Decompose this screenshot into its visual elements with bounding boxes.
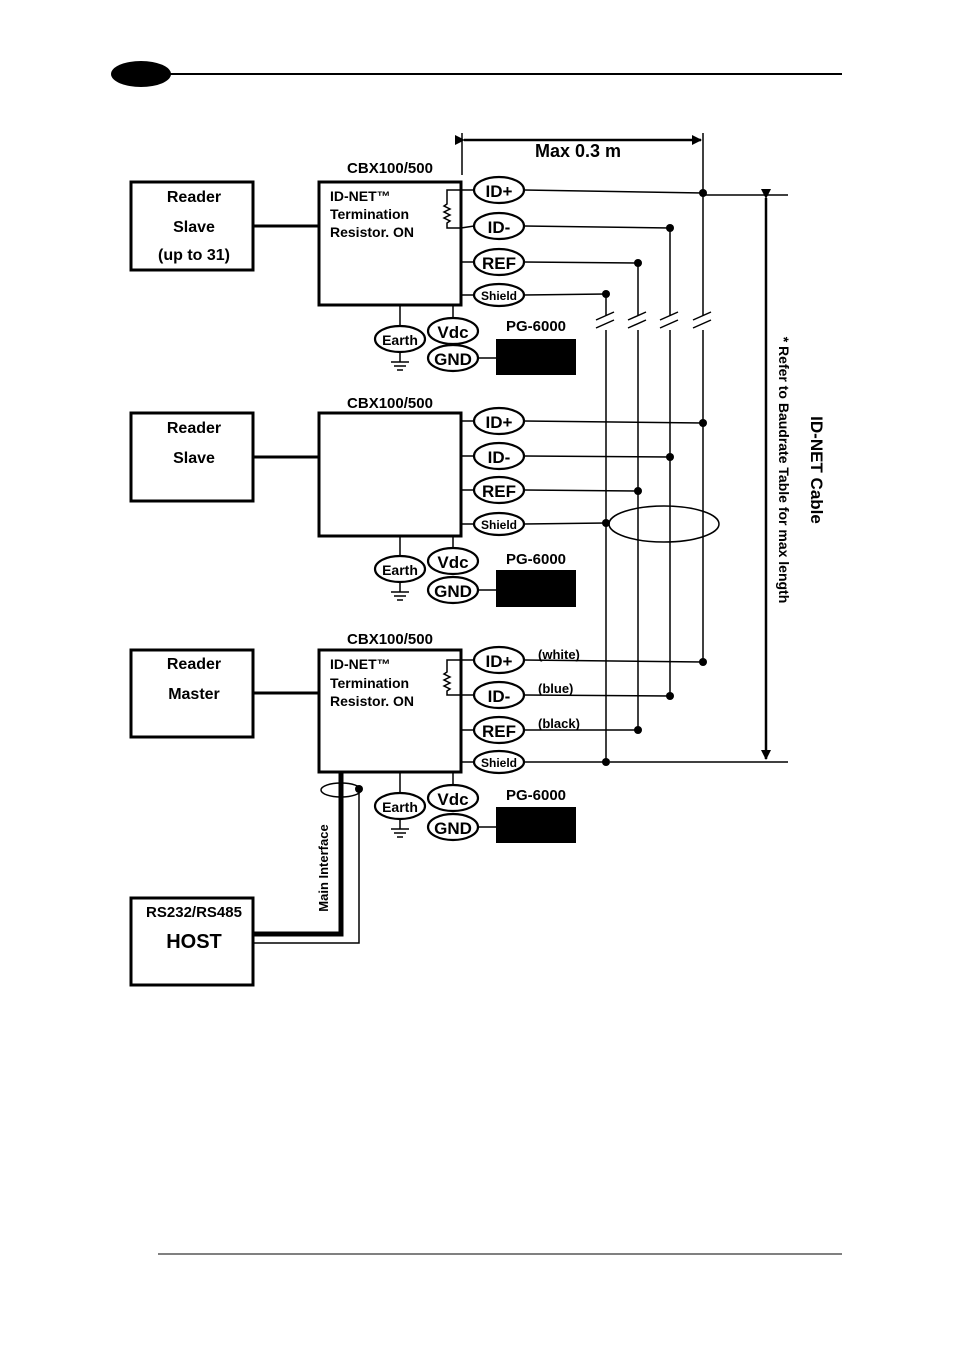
terminal-vdc-3 <box>426 783 480 813</box>
terminal-id-minus-2-label: ID- <box>488 448 511 467</box>
power-supply-3 <box>496 807 576 843</box>
cbx-box-2 <box>317 411 463 538</box>
terminal-shield-1 <box>472 282 526 308</box>
terminal-shield-2 <box>472 511 526 537</box>
power-supply-1 <box>496 339 576 375</box>
unit-3: Reader Master CBX100/500 ID-NET™ Termina… <box>129 631 576 843</box>
reader-2-role: Slave <box>173 450 215 467</box>
terminal-vdc-2-label: Vdc <box>437 553 468 572</box>
terminal-vdc-2 <box>426 546 480 576</box>
host-interface-label: RS232/RS485 <box>146 904 242 921</box>
terminal-ref-1-label: REF <box>482 254 516 273</box>
termination-1-line3: Resistor. ON <box>330 224 414 240</box>
termination-1-line2: Termination <box>330 206 409 222</box>
cbx-box-3 <box>317 648 463 774</box>
cbx-label-3: CBX100/500 <box>347 631 433 648</box>
reader-1-title: Reader <box>167 189 221 206</box>
ground-symbol-3 <box>391 819 409 838</box>
bus-lines <box>595 193 712 762</box>
unit3-wires <box>523 658 707 766</box>
host-label: HOST <box>166 931 222 953</box>
main-interface-cable <box>253 772 363 944</box>
terminal-id-plus-3 <box>472 645 526 675</box>
pg6000-label-1: PG-6000 <box>506 318 566 335</box>
terminal-vdc-1-label: Vdc <box>437 323 468 342</box>
host-box <box>129 896 255 987</box>
terminal-ref-3-label: REF <box>482 722 516 741</box>
max-length-label: Max 0.3 m <box>535 141 621 161</box>
cbx-label-1: CBX100/500 <box>347 160 433 177</box>
reader-1-role: Slave <box>173 219 215 236</box>
terminal-ref-1 <box>472 247 526 277</box>
terminal-ref-3 <box>472 715 526 745</box>
terminal-earth-3-label: Earth <box>382 799 418 815</box>
terminal-id-minus-3-label: ID- <box>488 687 511 706</box>
terminal-id-plus-1-label: ID+ <box>486 182 513 201</box>
reader-3-role: Master <box>168 686 220 703</box>
termination-1-line1: ID-NET™ <box>330 188 391 204</box>
terminal-earth-1-label: Earth <box>382 332 418 348</box>
terminal-gnd-3-label: GND <box>434 819 472 838</box>
main-interface-label: Main Interface <box>316 824 331 911</box>
terminal-id-plus-2 <box>472 406 526 436</box>
pg6000-label-2: PG-6000 <box>506 551 566 568</box>
terminal-id-plus-2-label: ID+ <box>486 413 513 432</box>
ground-symbol-1 <box>391 352 409 371</box>
terminal-vdc-3-label: Vdc <box>437 790 468 809</box>
cbx-box-1 <box>317 180 463 307</box>
ground-symbol-2 <box>391 582 409 601</box>
unit-1: Reader Slave (up to 31) CBX100/500 ID-NE… <box>129 160 576 375</box>
resistor-1-icon <box>442 189 461 229</box>
cbx-label-2: CBX100/500 <box>347 395 433 412</box>
terminal-id-minus-2 <box>472 441 526 471</box>
unit2-wires <box>523 419 707 527</box>
terminal-id-minus-3 <box>472 680 526 710</box>
unit-2: Reader Slave CBX100/500 ID+ ID- REF Shie… <box>129 395 576 607</box>
wire-color-black: (black) <box>538 716 580 731</box>
terminal-id-plus-3-label: ID+ <box>486 652 513 671</box>
reader-2-title: Reader <box>167 420 221 437</box>
terminal-id-plus-1 <box>472 175 526 205</box>
termination-3-line1: ID-NET™ <box>330 656 391 672</box>
terminal-ref-2 <box>472 475 526 505</box>
terminal-earth-2-label: Earth <box>382 562 418 578</box>
termination-3-line3: Resistor. ON <box>330 693 414 709</box>
wire-color-white: (white) <box>538 647 580 662</box>
power-supply-2 <box>496 570 576 607</box>
terminal-shield-3 <box>472 749 526 775</box>
terminal-shield-1-label: Shield <box>481 289 517 303</box>
terminal-gnd-1-label: GND <box>434 350 472 369</box>
terminal-id-minus-1 <box>472 211 526 241</box>
wire-color-blue: (blue) <box>538 681 573 696</box>
reader-1-note: (up to 31) <box>158 247 230 264</box>
reader-3-title: Reader <box>167 656 221 673</box>
resistor-3-icon <box>442 659 461 696</box>
pg6000-label-3: PG-6000 <box>506 787 566 804</box>
unit1-wires <box>523 189 707 298</box>
termination-3-line2: Termination <box>330 675 409 691</box>
terminal-ref-2-label: REF <box>482 482 516 501</box>
terminal-id-minus-1-label: ID- <box>488 218 511 237</box>
terminal-gnd-2-label: GND <box>434 582 472 601</box>
terminal-shield-3-label: Shield <box>481 756 517 770</box>
cable-label: ID-NET Cable <box>807 416 826 524</box>
terminal-shield-2-label: Shield <box>481 518 517 532</box>
cable-note: * Refer to Baudrate Table for max length <box>776 337 792 604</box>
